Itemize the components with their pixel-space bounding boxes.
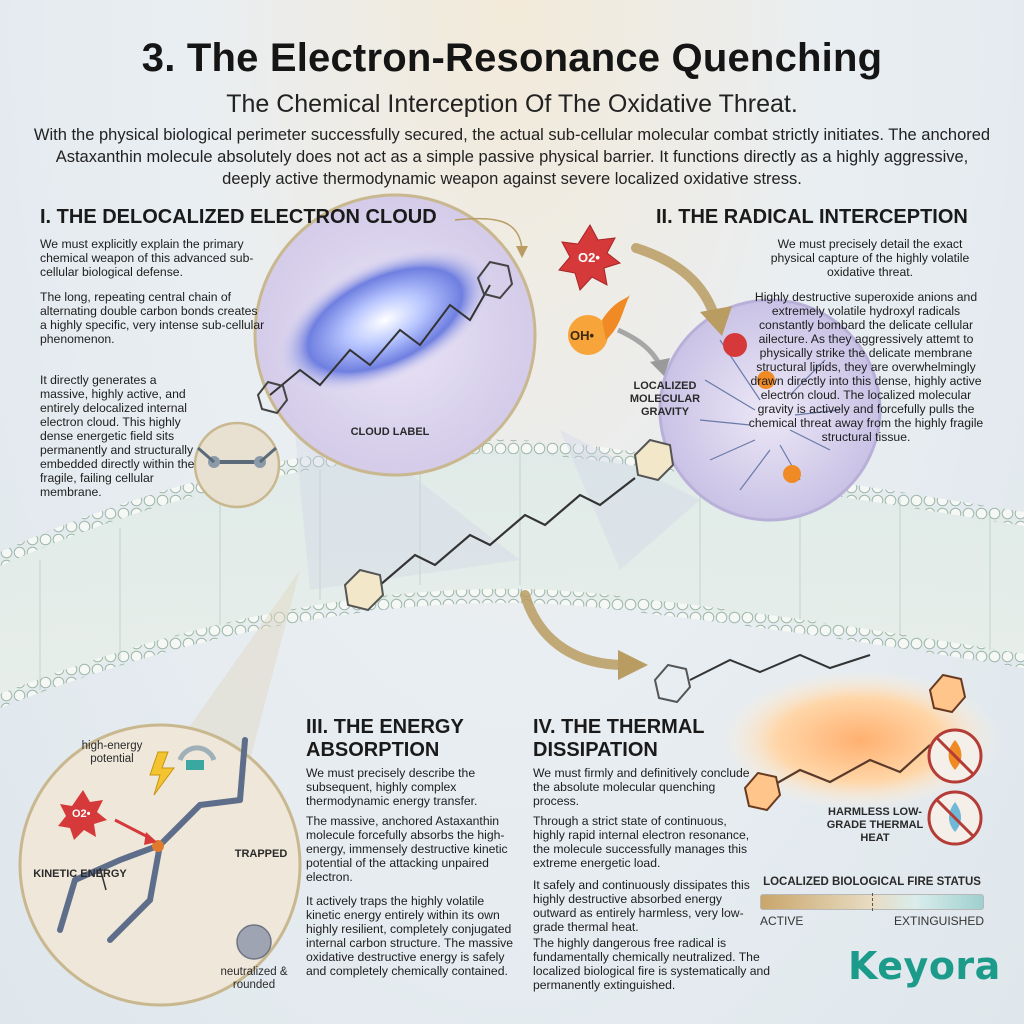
section-1-title: I. THE DELOCALIZED ELECTRON CLOUD — [40, 206, 437, 228]
kinetic-energy-label: KINETIC ENERGY — [33, 868, 127, 880]
gravity-label: LOCALIZED MOLECULAR GRAVITY — [629, 380, 701, 418]
section-2-p1: We must precisely detail the exact physi… — [770, 237, 970, 279]
hydroxyl-radical-icon: OH• — [570, 328, 595, 343]
section-4-title: IV. THE THERMAL DISSIPATION — [533, 716, 705, 761]
section-1-p1: We must explicitly explain the primary c… — [40, 237, 254, 279]
section-1-p3: It directly generates a massive, highly … — [40, 373, 195, 499]
status-extinguished-label: EXTINGUISHED — [893, 914, 984, 928]
section-3-p1: We must precisely describe the subsequen… — [306, 766, 478, 808]
intro-paragraph: With the physical biological perimeter s… — [33, 126, 991, 188]
status-active-label: ACTIVE — [760, 914, 804, 928]
section-2-title: II. THE RADICAL INTERCEPTION — [656, 206, 968, 228]
section-4-p2: Through a strict state of continuous, hi… — [533, 814, 750, 870]
fire-status-title: LOCALIZED BIOLOGICAL FIRE STATUS — [763, 876, 981, 888]
section-4-p4: The highly dangerous free radical is fun… — [533, 936, 771, 992]
section-4-p1: We must firmly and definitively conclude… — [533, 766, 750, 808]
trapped-label: TRAPPED — [234, 848, 288, 860]
section-4-p3: It safely and continuously dissipates th… — [533, 878, 750, 934]
page-subtitle: The Chemical Interception Of The Oxidati… — [226, 90, 798, 118]
section-1-p2: The long, repeating central chain of alt… — [40, 290, 265, 346]
high-energy-label: high-energy potential — [81, 740, 143, 765]
superoxide-radical-icon: O2• — [578, 250, 600, 265]
page-title: 3. The Electron-Resonance Quenching — [141, 36, 883, 80]
section-3-p3: It actively traps the highly volatile ki… — [306, 894, 514, 978]
section-3-title: III. THE ENERGY ABSORPTION — [306, 716, 464, 761]
fire-status-legend: LOCALIZED BIOLOGICAL FIRE STATUS ACTIVE … — [760, 876, 984, 928]
thermal-heat-label: HARMLESS LOW-GRADE THERMAL HEAT — [826, 806, 924, 844]
section-3-p2: The massive, anchored Astaxanthin molecu… — [306, 814, 508, 884]
fire-status-bar — [760, 893, 984, 911]
superoxide-icon-small: O2• — [72, 808, 91, 820]
section-2-p2: Highly destructive superoxide anions and… — [748, 290, 984, 444]
neutralized-label: neutralized & rounded — [220, 966, 288, 991]
fire-status-marker — [872, 893, 873, 911]
cloud-label: CLOUD LABEL — [350, 426, 430, 438]
brand-logo: Keyora — [848, 944, 1001, 988]
